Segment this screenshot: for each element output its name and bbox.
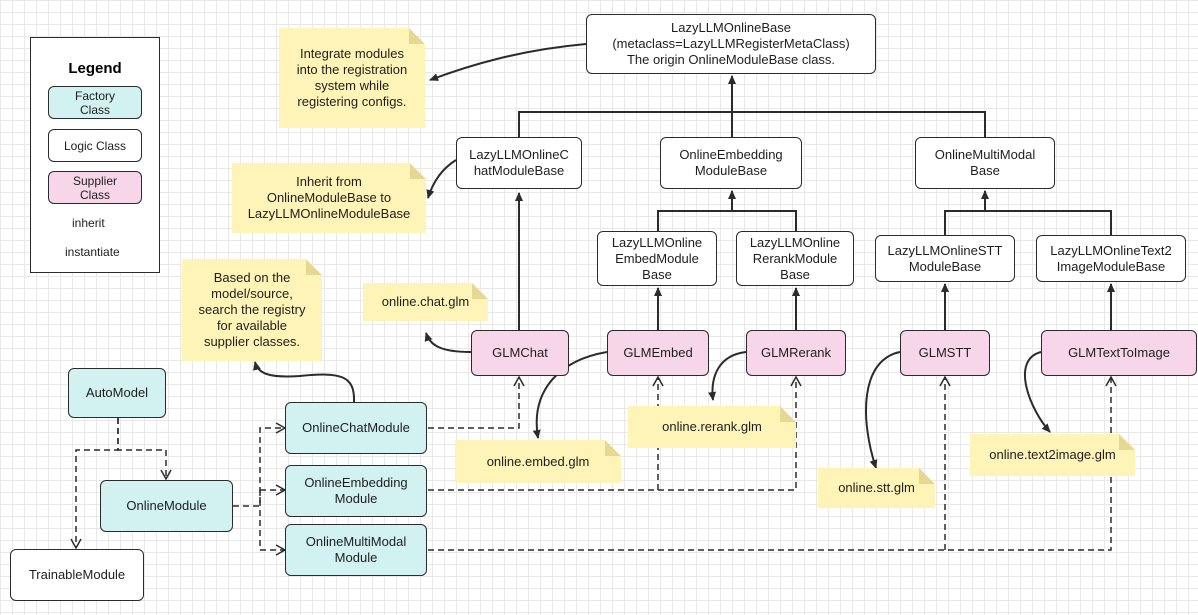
note-chat-glm: online.chat.glm <box>363 283 488 321</box>
text2image-module-base-node: LazyLLMOnlineText2 ImageModuleBase <box>1036 235 1186 282</box>
note-arrow-rerank <box>708 351 747 401</box>
note-based-on: Based on the model/source, search the re… <box>182 259 322 361</box>
legend-logic-class: Logic Class <box>48 129 142 162</box>
instantiate-edge-onlinemodule-branches <box>233 422 287 507</box>
glm-rerank-node: GLMRerank <box>746 330 846 376</box>
inherit-edge-embedding-bar <box>657 210 797 231</box>
glm-stt-node: GLMSTT <box>900 330 990 376</box>
legend-factory-class: Factory Class <box>48 86 142 119</box>
online-multimodal-module-node: OnlineMultiModal Module <box>285 524 427 576</box>
rerank-module-base-node: LazyLLMOnline RerankModule Base <box>736 231 854 286</box>
note-arrow-chat <box>424 332 472 353</box>
stt-module-base-node: LazyLLMOnlineSTT ModuleBase <box>875 235 1015 282</box>
online-embedding-module-node: OnlineEmbedding Module <box>285 465 427 517</box>
inherit-edge-top-bar <box>518 111 986 137</box>
online-module-node: OnlineModule <box>100 480 233 532</box>
note-integrate: Integrate modules into the registration … <box>279 28 425 128</box>
legend-inherit-label: inherit <box>70 216 107 230</box>
auto-model-node: AutoModel <box>68 368 166 418</box>
legend-title: Legend <box>68 60 122 77</box>
inherit-edge-multimodal-bar <box>944 210 1112 235</box>
multimodal-base-node: OnlineMultiModal Base <box>915 137 1055 189</box>
note-rerank-glm: online.rerank.glm <box>628 406 796 448</box>
embed-module-base-node: LazyLLMOnline EmbedModule Base <box>597 231 717 286</box>
legend-supplier-class: Supplier Class <box>48 171 142 204</box>
glm-text-to-image-node: GLMTextToImage <box>1041 330 1197 376</box>
embedding-module-base-node: OnlineEmbedding ModuleBase <box>660 137 802 189</box>
instantiate-edge-to-multimodal-module <box>259 490 287 556</box>
note-arrow-based-on <box>253 361 356 403</box>
online-chat-module-node: OnlineChatModule <box>285 402 427 454</box>
note-arrow-integrate <box>429 43 587 81</box>
instantiate-edge-chat-glmchat <box>428 375 525 429</box>
note-inherit-from: Inherit from OnlineModuleBase to LazyLLM… <box>232 163 426 233</box>
legend-instantiate-label: instantiate <box>63 245 122 259</box>
glm-chat-node: GLMChat <box>471 330 569 376</box>
trainable-module-node: TrainableModule <box>10 549 144 601</box>
chat-module-base-node: LazyLLMOnlineC hatModuleBase <box>456 137 582 189</box>
glm-embed-node: GLMEmbed <box>607 330 709 376</box>
note-text2image-glm: online.text2image.glm <box>970 434 1135 476</box>
note-arrow-inherit <box>426 159 457 199</box>
instantiate-edge-automodel-onlinemodule <box>117 418 172 481</box>
note-arrow-stt <box>865 351 901 469</box>
note-embed-glm: online.embed.glm <box>455 440 621 483</box>
lazy-llm-online-base-node: LazyLLMOnlineBase (metaclass=LazyLLMRegi… <box>586 14 876 74</box>
note-stt-glm: online.stt.glm <box>818 468 935 508</box>
